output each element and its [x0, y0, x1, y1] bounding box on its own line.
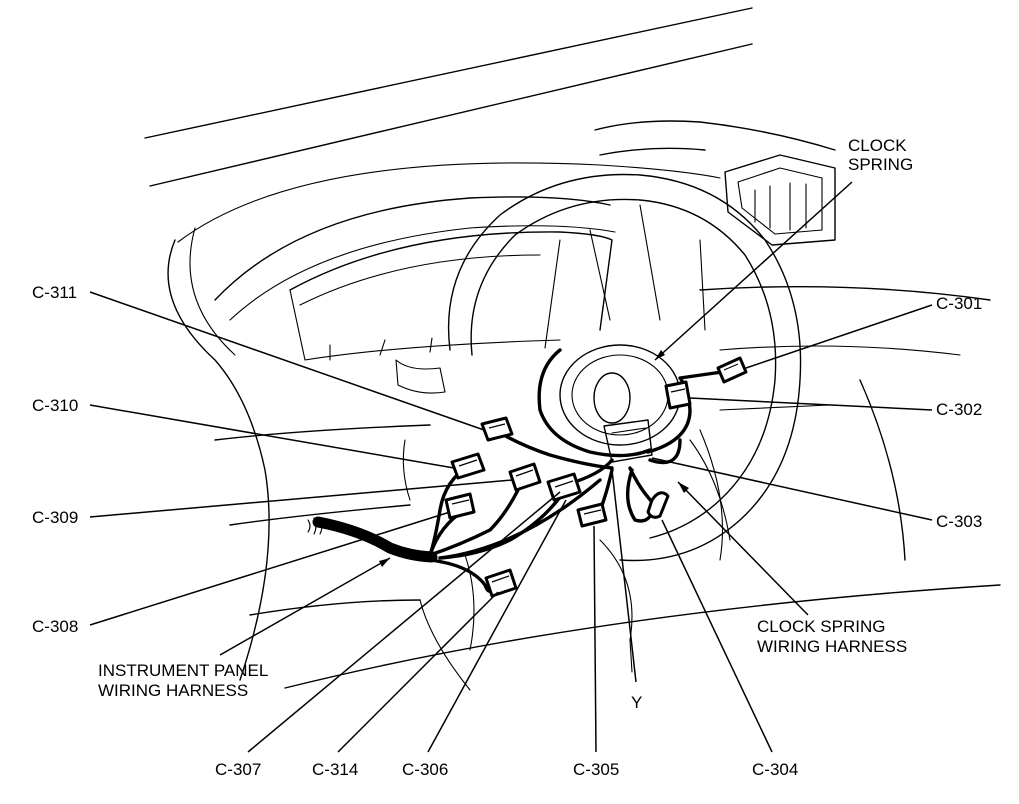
label-c-311: C-311: [32, 283, 77, 302]
label-c-309: C-309: [32, 508, 78, 527]
label-c-307: C-307: [215, 760, 261, 779]
connector-c-309: [508, 462, 542, 492]
label-c-302: C-302: [936, 400, 982, 419]
label-clock-spring-line1: CLOCK: [848, 136, 907, 155]
connector-c-302: [664, 380, 692, 410]
label-clock-spring-harness-line1: CLOCK SPRING: [757, 617, 885, 636]
connector-c-308: [444, 492, 476, 520]
callout-labels: CLOCK SPRING C-301 C-302 C-303 CLOCK SPR…: [32, 136, 982, 779]
label-y: Y: [631, 693, 642, 712]
label-c-303: C-303: [936, 512, 982, 531]
label-c-306: C-306: [402, 760, 448, 779]
wiring-harness-lines: [312, 348, 724, 594]
connector-c-304: [646, 491, 670, 519]
label-c-304: C-304: [752, 760, 798, 779]
connector-c-311: [480, 416, 514, 442]
connector-c-305: [576, 502, 608, 528]
steering-wheel: [447, 173, 802, 562]
label-instrument-panel-line1: INSTRUMENT PANEL: [98, 661, 268, 680]
connector-c-301: [716, 356, 748, 384]
label-c-301: C-301: [936, 294, 982, 313]
harness-end-coils: [307, 517, 323, 535]
label-instrument-panel-line2: WIRING HARNESS: [98, 681, 248, 700]
label-c-305: C-305: [573, 760, 619, 779]
dashboard-line-art: [144, 7, 1001, 691]
label-c-308: C-308: [32, 617, 78, 636]
label-clock-spring-line2: SPRING: [848, 155, 913, 174]
label-c-314: C-314: [312, 760, 358, 779]
label-c-310: C-310: [32, 396, 78, 415]
leader-lines: [89, 181, 933, 753]
clock-spring: [559, 344, 681, 463]
connector-c-314: [484, 568, 518, 598]
connector-c-307: [546, 472, 582, 502]
connector-c-310: [450, 452, 486, 480]
label-clock-spring-harness-line2: WIRING HARNESS: [757, 637, 907, 656]
